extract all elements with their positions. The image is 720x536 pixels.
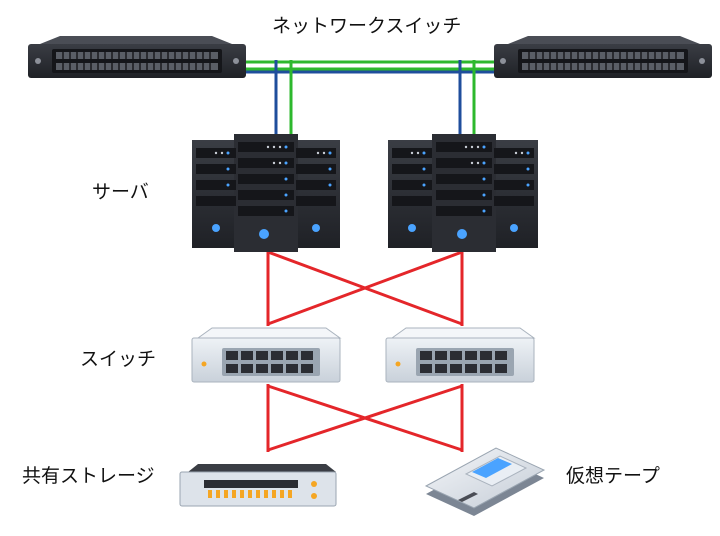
virtual-tape-device — [424, 447, 546, 516]
label-switch: スイッチ — [80, 348, 157, 370]
network-switch-left — [28, 36, 246, 78]
label-network-switch: ネットワークスイッチ — [272, 15, 462, 37]
port-row — [56, 52, 218, 70]
network-switch-right — [494, 36, 712, 78]
shared-storage-device — [179, 464, 337, 507]
port-row — [522, 52, 684, 70]
links-network-to-servers — [232, 60, 495, 140]
server-group-right — [388, 134, 538, 252]
lan-switch-left — [191, 327, 342, 383]
links-servers-to-switches — [266, 250, 464, 326]
lan-switch-right — [385, 327, 536, 383]
links-switches-to-storage — [266, 384, 464, 452]
label-shared-storage: 共有ストレージ — [22, 465, 155, 487]
label-server: サーバ — [92, 181, 149, 203]
server-group-left — [192, 134, 340, 252]
label-virtual-tape: 仮想テープ — [566, 465, 660, 487]
